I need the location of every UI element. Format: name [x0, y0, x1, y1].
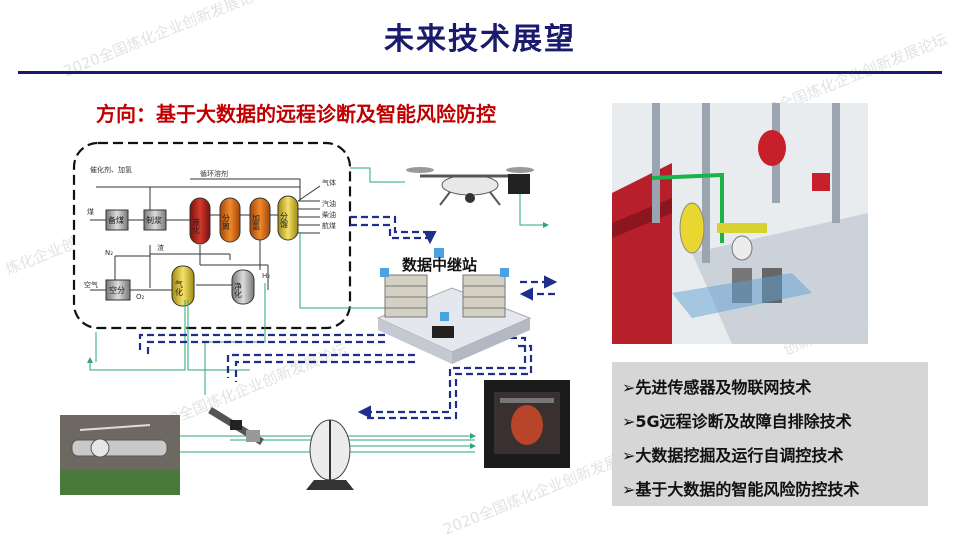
label-gasoline: 汽油 [322, 199, 336, 208]
unit-slurry: 制浆 [143, 209, 167, 231]
unit-asu: 空分 [105, 279, 131, 301]
svg-text:备煤: 备煤 [108, 215, 124, 225]
sensor-device-image [306, 419, 354, 490]
plant-3d-model-image [612, 103, 868, 344]
data-links [138, 215, 558, 420]
tech-list-panel: ➢先进传感器及物联网技术 ➢5G远程诊断及故障自排除技术 ➢大数据挖掘及运行自调… [612, 362, 928, 506]
slide-subtitle: 方向：基于大数据的远程诊断及智能风险防控 [96, 102, 496, 126]
vessel-gasifier: 气化 [171, 265, 195, 307]
vessel-hydrotreat: 加氢 [249, 197, 271, 241]
label-o2: O₂ [136, 293, 145, 301]
svg-text:净化: 净化 [234, 281, 243, 299]
slide-title: 未来技术展望 [384, 22, 576, 57]
tech-list-item: ➢基于大数据的智能风险防控技术 [622, 480, 860, 499]
label-residue: 渣 [157, 243, 164, 252]
process-flow-diagram: 催化剂、加氢 循环溶剂 煤 N₂ 渣 空气 O₂ H₂ 气体 汽油 柴油 航煤 … [72, 141, 352, 330]
equipment-photo [60, 415, 180, 495]
vessel-liquefaction: 液化 [189, 197, 211, 245]
vessel-fractionation: 分馏 [277, 195, 299, 241]
label-coal: 煤 [87, 207, 94, 216]
svg-text:气化: 气化 [175, 279, 184, 297]
svg-text:加氢: 加氢 [252, 213, 261, 230]
svg-text:空分: 空分 [109, 285, 125, 295]
label-diesel: 柴油 [322, 210, 336, 219]
data-relay-station-image: 数据中继站 [376, 248, 532, 364]
title-underline [18, 71, 942, 74]
tech-list-item: ➢先进传感器及物联网技术 [622, 378, 812, 397]
process-boundary [72, 141, 352, 330]
vessel-purifier: 净化 [231, 269, 255, 305]
label-h2: H₂ [262, 272, 270, 280]
tech-list-item: ➢5G远程诊断及故障自排除技术 [622, 412, 852, 431]
label-catalyst: 催化剂、加氢 [90, 165, 132, 174]
label-gas: 气体 [322, 178, 336, 187]
vessel-separation: 分离 [219, 197, 241, 243]
drone-image [406, 167, 534, 206]
3d-printer-image [484, 380, 570, 468]
diagram-canvas: 催化剂、加氢 循环溶剂 煤 N₂ 渣 空气 O₂ H₂ 气体 汽油 柴油 航煤 … [60, 141, 570, 495]
unit-coal-prep: 备煤 [105, 209, 129, 231]
svg-text:分馏: 分馏 [280, 212, 289, 228]
svg-text:液化: 液化 [192, 217, 201, 235]
label-recycle: 循环溶剂 [200, 169, 228, 178]
label-n2: N₂ [105, 249, 113, 257]
relay-station-label: 数据中继站 [402, 256, 477, 274]
tech-list-item: ➢大数据挖掘及运行自调控技术 [622, 446, 844, 465]
svg-text:制浆: 制浆 [146, 215, 162, 225]
sensor-parts-image [208, 407, 264, 445]
label-jet-fuel: 航煤 [322, 221, 336, 230]
label-air: 空气 [84, 280, 98, 289]
svg-text:分离: 分离 [222, 214, 231, 231]
